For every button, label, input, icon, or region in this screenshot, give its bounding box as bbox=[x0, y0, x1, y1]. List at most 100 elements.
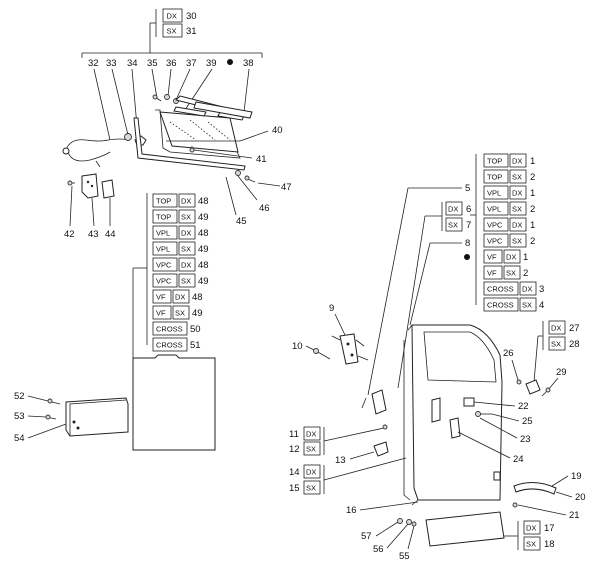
svg-text:SX: SX bbox=[512, 173, 522, 182]
svg-text:SX: SX bbox=[526, 540, 536, 549]
svg-text:SX: SX bbox=[306, 484, 316, 493]
svg-text:VPL: VPL bbox=[156, 229, 170, 238]
callout-15: 15 bbox=[289, 483, 300, 494]
callout-52: 52 bbox=[14, 391, 25, 402]
callout-12: 12 bbox=[289, 444, 300, 455]
svg-text:VPL: VPL bbox=[487, 189, 501, 198]
svg-text:VPC: VPC bbox=[156, 261, 172, 270]
svg-text:48: 48 bbox=[198, 260, 209, 271]
svg-text:SX: SX bbox=[448, 221, 458, 230]
svg-text:49: 49 bbox=[192, 308, 203, 319]
part-33-nut bbox=[124, 133, 132, 141]
svg-text:TOP: TOP bbox=[487, 173, 502, 182]
svg-text:DX: DX bbox=[526, 524, 536, 533]
callout-35: 35 bbox=[147, 58, 158, 69]
svg-text:51: 51 bbox=[190, 340, 201, 351]
svg-text:SX: SX bbox=[522, 301, 532, 310]
callout-45: 45 bbox=[236, 216, 247, 227]
callout-57: 57 bbox=[361, 531, 372, 542]
callout-23: 23 bbox=[520, 434, 531, 445]
svg-text:SX: SX bbox=[512, 205, 522, 214]
svg-text:49: 49 bbox=[198, 276, 209, 287]
part-40-41-rod: 40 41 bbox=[166, 125, 283, 165]
top-callout-row: 32 33 34 35 36 37 39 38 bbox=[88, 58, 254, 69]
svg-text:SX: SX bbox=[175, 309, 185, 318]
svg-text:2: 2 bbox=[530, 236, 535, 247]
svg-text:DX: DX bbox=[512, 189, 522, 198]
svg-text:DX: DX bbox=[506, 253, 516, 262]
svg-text:50: 50 bbox=[190, 324, 201, 335]
callout-22: 22 bbox=[518, 401, 529, 412]
callouts-14-15: 14 DX 15 SX bbox=[289, 457, 407, 495]
parts-42-44: 42 43 44 bbox=[64, 173, 116, 240]
svg-text:DX: DX bbox=[512, 221, 522, 230]
part-45-channel: 45 bbox=[133, 117, 247, 227]
svg-text:DX: DX bbox=[306, 430, 316, 439]
callout-37: 37 bbox=[186, 58, 197, 69]
variant-list-1-4: TOP DX 1 TOP SX 2 VPL DX 1 VPL SX 2 VPC … bbox=[470, 153, 544, 312]
part-48-panel bbox=[132, 354, 216, 451]
parts-19-21-handle: 19 20 21 bbox=[512, 471, 586, 521]
callout-9: 9 bbox=[329, 303, 334, 314]
svg-text:VPC: VPC bbox=[156, 277, 172, 286]
parts-35-37-screws bbox=[152, 94, 179, 104]
part-38-strip bbox=[193, 101, 253, 119]
callout-39: 39 bbox=[206, 58, 217, 69]
svg-text:48: 48 bbox=[198, 196, 209, 207]
callout-33: 33 bbox=[106, 58, 117, 69]
callout-46: 46 bbox=[259, 203, 270, 214]
callout-38: 38 bbox=[243, 58, 254, 69]
callout-18: 18 bbox=[544, 539, 555, 550]
callout-54: 54 bbox=[14, 433, 25, 444]
svg-text:SX: SX bbox=[512, 237, 522, 246]
svg-text:49: 49 bbox=[198, 212, 209, 223]
svg-text:CROSS: CROSS bbox=[156, 341, 183, 350]
callout-26: 26 bbox=[503, 348, 514, 359]
callout-6: 6 bbox=[466, 204, 471, 215]
callout-13: 13 bbox=[335, 455, 346, 466]
svg-text:DX: DX bbox=[181, 197, 191, 206]
svg-text:SX: SX bbox=[181, 245, 191, 254]
svg-text:1: 1 bbox=[523, 252, 528, 263]
svg-text:SX: SX bbox=[167, 27, 177, 36]
callout-11: 11 bbox=[289, 429, 299, 440]
parts-26-29: DX 27 SX 28 26 29 bbox=[503, 320, 580, 397]
svg-text:DX: DX bbox=[448, 205, 458, 214]
svg-text:3: 3 bbox=[539, 284, 544, 295]
svg-text:VPL: VPL bbox=[156, 245, 170, 254]
svg-text:SX: SX bbox=[551, 340, 561, 349]
parts-22-25: 22 25 23 24 bbox=[431, 397, 533, 465]
callout-56: 56 bbox=[373, 544, 384, 555]
callouts-11-12: 11 DX 12 SX bbox=[289, 424, 388, 456]
svg-text:1: 1 bbox=[530, 156, 535, 167]
callout-16: 16 bbox=[346, 505, 357, 516]
callout-53: 53 bbox=[14, 411, 25, 422]
svg-text:SX: SX bbox=[306, 445, 316, 454]
callout-47: 47 bbox=[281, 182, 292, 193]
callout-21: 21 bbox=[569, 510, 580, 521]
parts-17-18-moulding: DX 17 SX 18 bbox=[425, 511, 555, 551]
svg-text:TOP: TOP bbox=[156, 213, 171, 222]
svg-text:TOP: TOP bbox=[487, 157, 502, 166]
callout-41: 41 bbox=[256, 154, 267, 165]
svg-text:VPC: VPC bbox=[487, 237, 503, 246]
callout-10: 10 bbox=[292, 341, 303, 352]
callout-8: 8 bbox=[465, 238, 470, 249]
svg-text:DX: DX bbox=[512, 157, 522, 166]
callout-30: 30 bbox=[186, 11, 197, 22]
part-5-latch bbox=[361, 389, 387, 415]
part-9-hinge: 9 bbox=[329, 303, 369, 365]
svg-text:TOP: TOP bbox=[156, 197, 171, 206]
part-13: 13 bbox=[335, 441, 389, 466]
callout-29: 29 bbox=[556, 367, 567, 378]
part-32-cable bbox=[62, 138, 129, 168]
callout-20: 20 bbox=[575, 492, 586, 503]
svg-text:CROSS: CROSS bbox=[156, 325, 183, 334]
callout-55: 55 bbox=[399, 551, 410, 562]
svg-text:DX: DX bbox=[551, 324, 561, 333]
callout-5: 5 bbox=[465, 183, 470, 194]
svg-text:SX: SX bbox=[506, 269, 516, 278]
svg-text:VF: VF bbox=[487, 269, 497, 278]
svg-text:2: 2 bbox=[530, 172, 535, 183]
